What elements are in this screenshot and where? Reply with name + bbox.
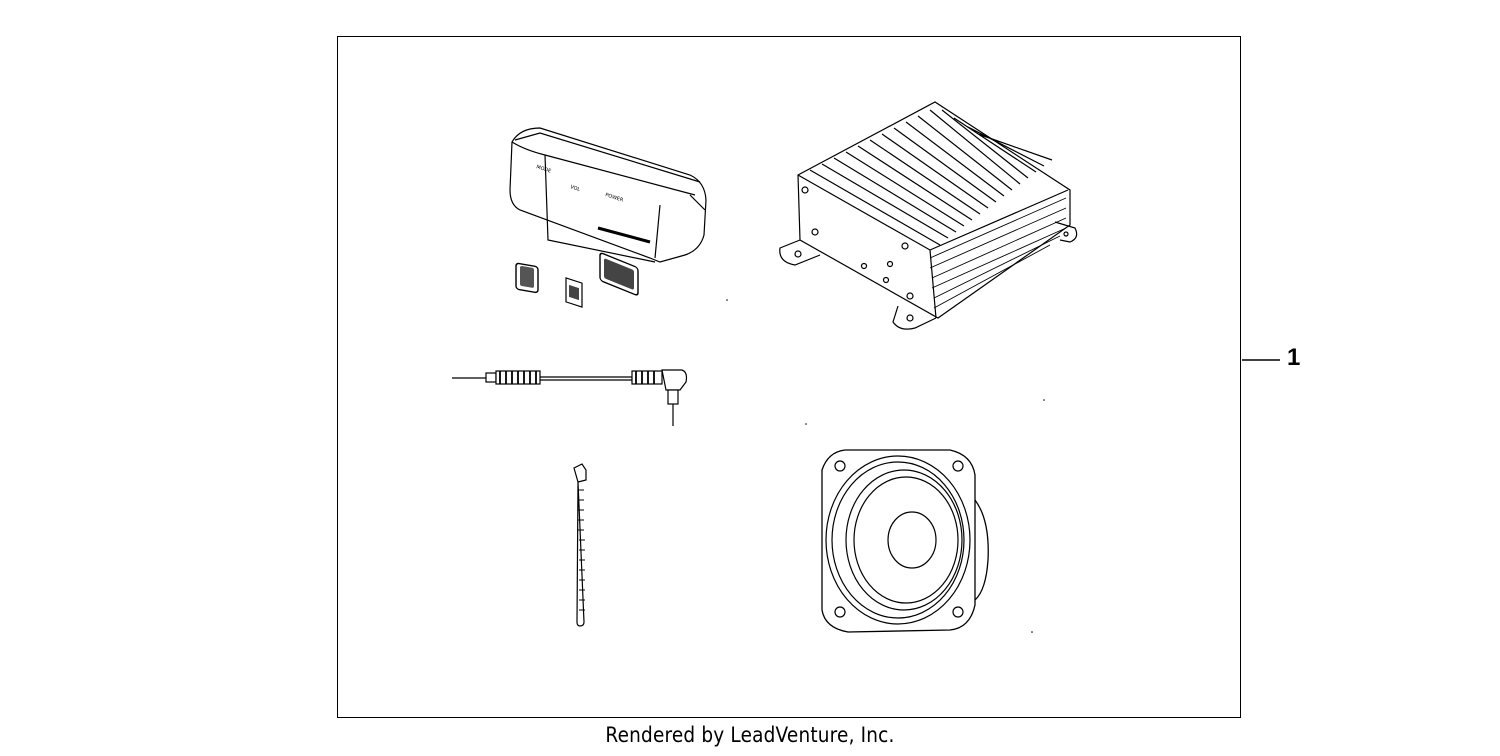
power-label: POWER [604, 192, 624, 204]
control-unit-drawing: MODE VOL POWER [509, 127, 707, 308]
vol-label: VOL [569, 184, 581, 193]
cable-tie-drawing [573, 463, 587, 627]
audio-cable-drawing [452, 369, 688, 426]
amplifier-drawing [779, 101, 1078, 330]
callout-number: 1 [1287, 344, 1301, 371]
diagram-frame [337, 36, 1241, 718]
speaker-drawing [821, 449, 989, 633]
mode-label: MODE [535, 164, 551, 174]
render-credit: Rendered by LeadVenture, Inc. [605, 723, 895, 747]
scan-specks [726, 299, 1045, 633]
